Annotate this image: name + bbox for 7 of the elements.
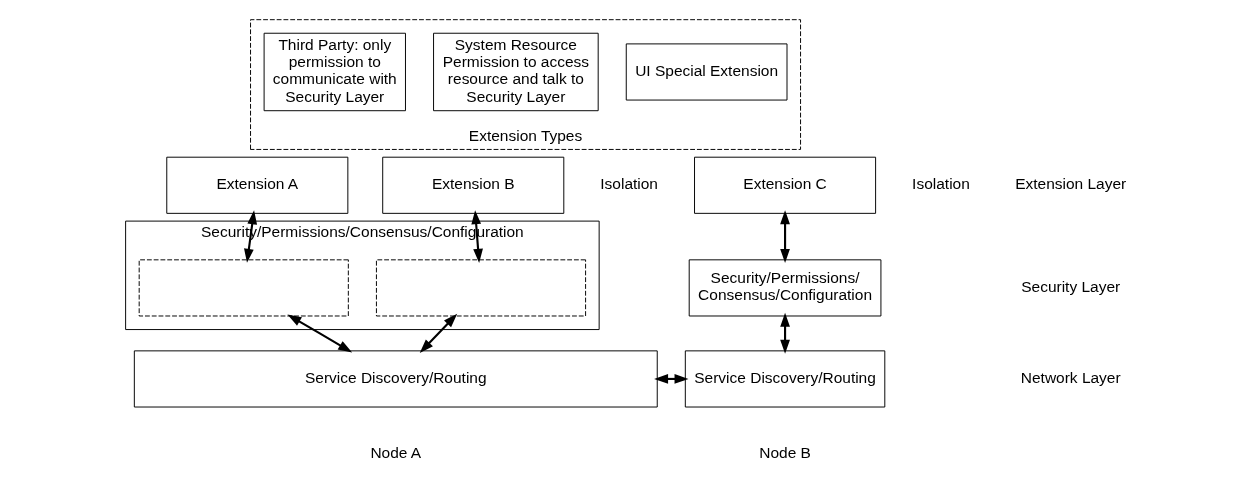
label: Isolation — [600, 174, 659, 192]
label: Node A — [370, 444, 422, 462]
label: Network Layer — [1020, 368, 1121, 386]
label: Isolation — [912, 174, 970, 192]
label: Security Layer — [1021, 277, 1121, 295]
label: Extension Layer — [1015, 174, 1127, 192]
label: Node B — [759, 444, 811, 462]
